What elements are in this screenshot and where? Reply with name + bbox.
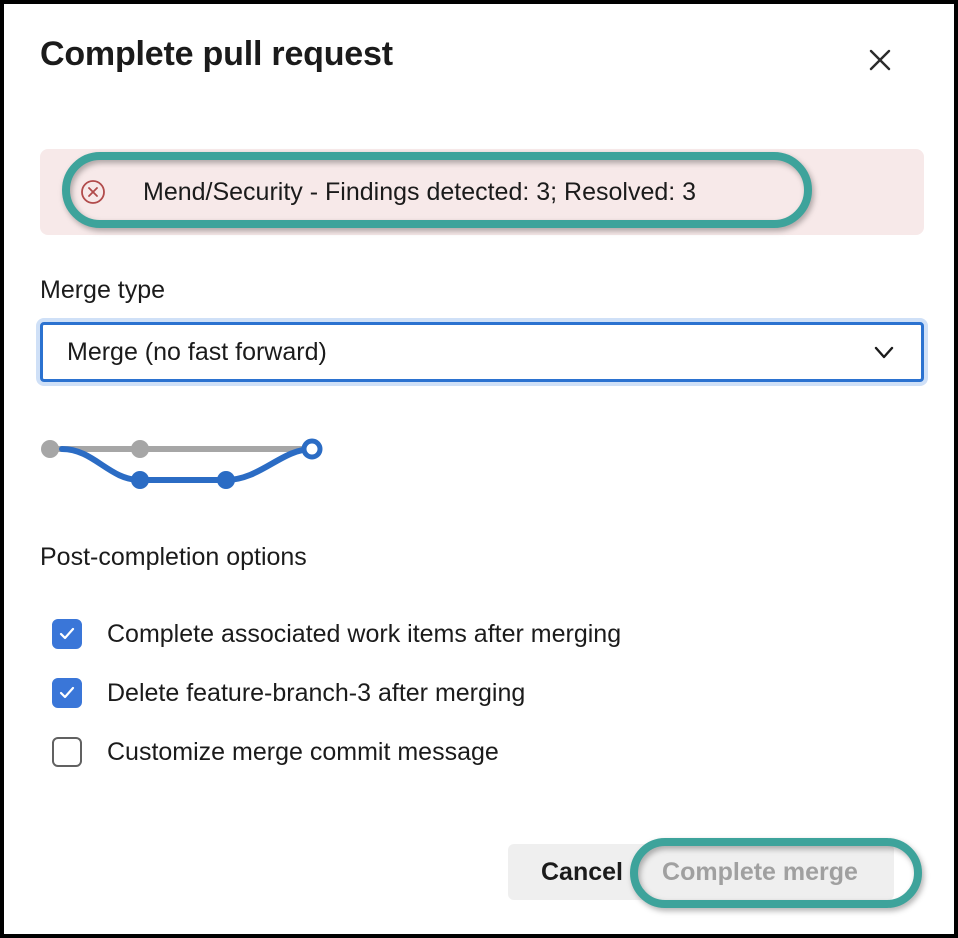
option-delete-branch[interactable]: Delete feature-branch-3 after merging — [40, 663, 900, 722]
complete-merge-button[interactable]: Complete merge — [626, 844, 894, 900]
error-circle-x-icon — [80, 179, 106, 205]
check-icon — [57, 683, 77, 703]
policy-error-text: Mend/Security - Findings detected: 3; Re… — [143, 178, 697, 206]
page-title: Complete pull request — [40, 35, 393, 73]
post-completion-heading: Post-completion options — [40, 543, 307, 571]
policy-error-banner: Mend/Security - Findings detected: 3; Re… — [40, 149, 924, 235]
checkbox-delete-branch[interactable] — [52, 677, 82, 708]
merge-strategy-graph — [34, 424, 334, 504]
dialog-footer: Cancel Complete merge — [40, 844, 924, 900]
close-button[interactable] — [860, 40, 900, 80]
option-label: Delete feature-branch-3 after merging — [107, 678, 526, 707]
option-customize-commit-message[interactable]: Customize merge commit message — [40, 722, 900, 781]
option-complete-work-items[interactable]: Complete associated work items after mer… — [40, 604, 900, 663]
complete-pull-request-dialog: Complete pull request Mend/Securi — [4, 4, 954, 934]
option-label: Complete associated work items after mer… — [107, 619, 622, 648]
merge-type-label: Merge type — [40, 276, 166, 304]
close-icon — [867, 47, 893, 73]
check-icon — [57, 624, 77, 644]
merge-type-selected-value: Merge (no fast forward) — [67, 338, 327, 366]
dialog-header: Complete pull request — [40, 32, 924, 96]
post-completion-options: Complete associated work items after mer… — [40, 604, 900, 781]
checkbox-complete-work-items[interactable] — [52, 618, 82, 649]
option-label: Customize merge commit message — [107, 737, 499, 766]
merge-type-dropdown[interactable]: Merge (no fast forward) — [40, 322, 924, 382]
chevron-down-icon — [871, 339, 897, 365]
checkbox-customize-commit-message[interactable] — [52, 736, 82, 767]
